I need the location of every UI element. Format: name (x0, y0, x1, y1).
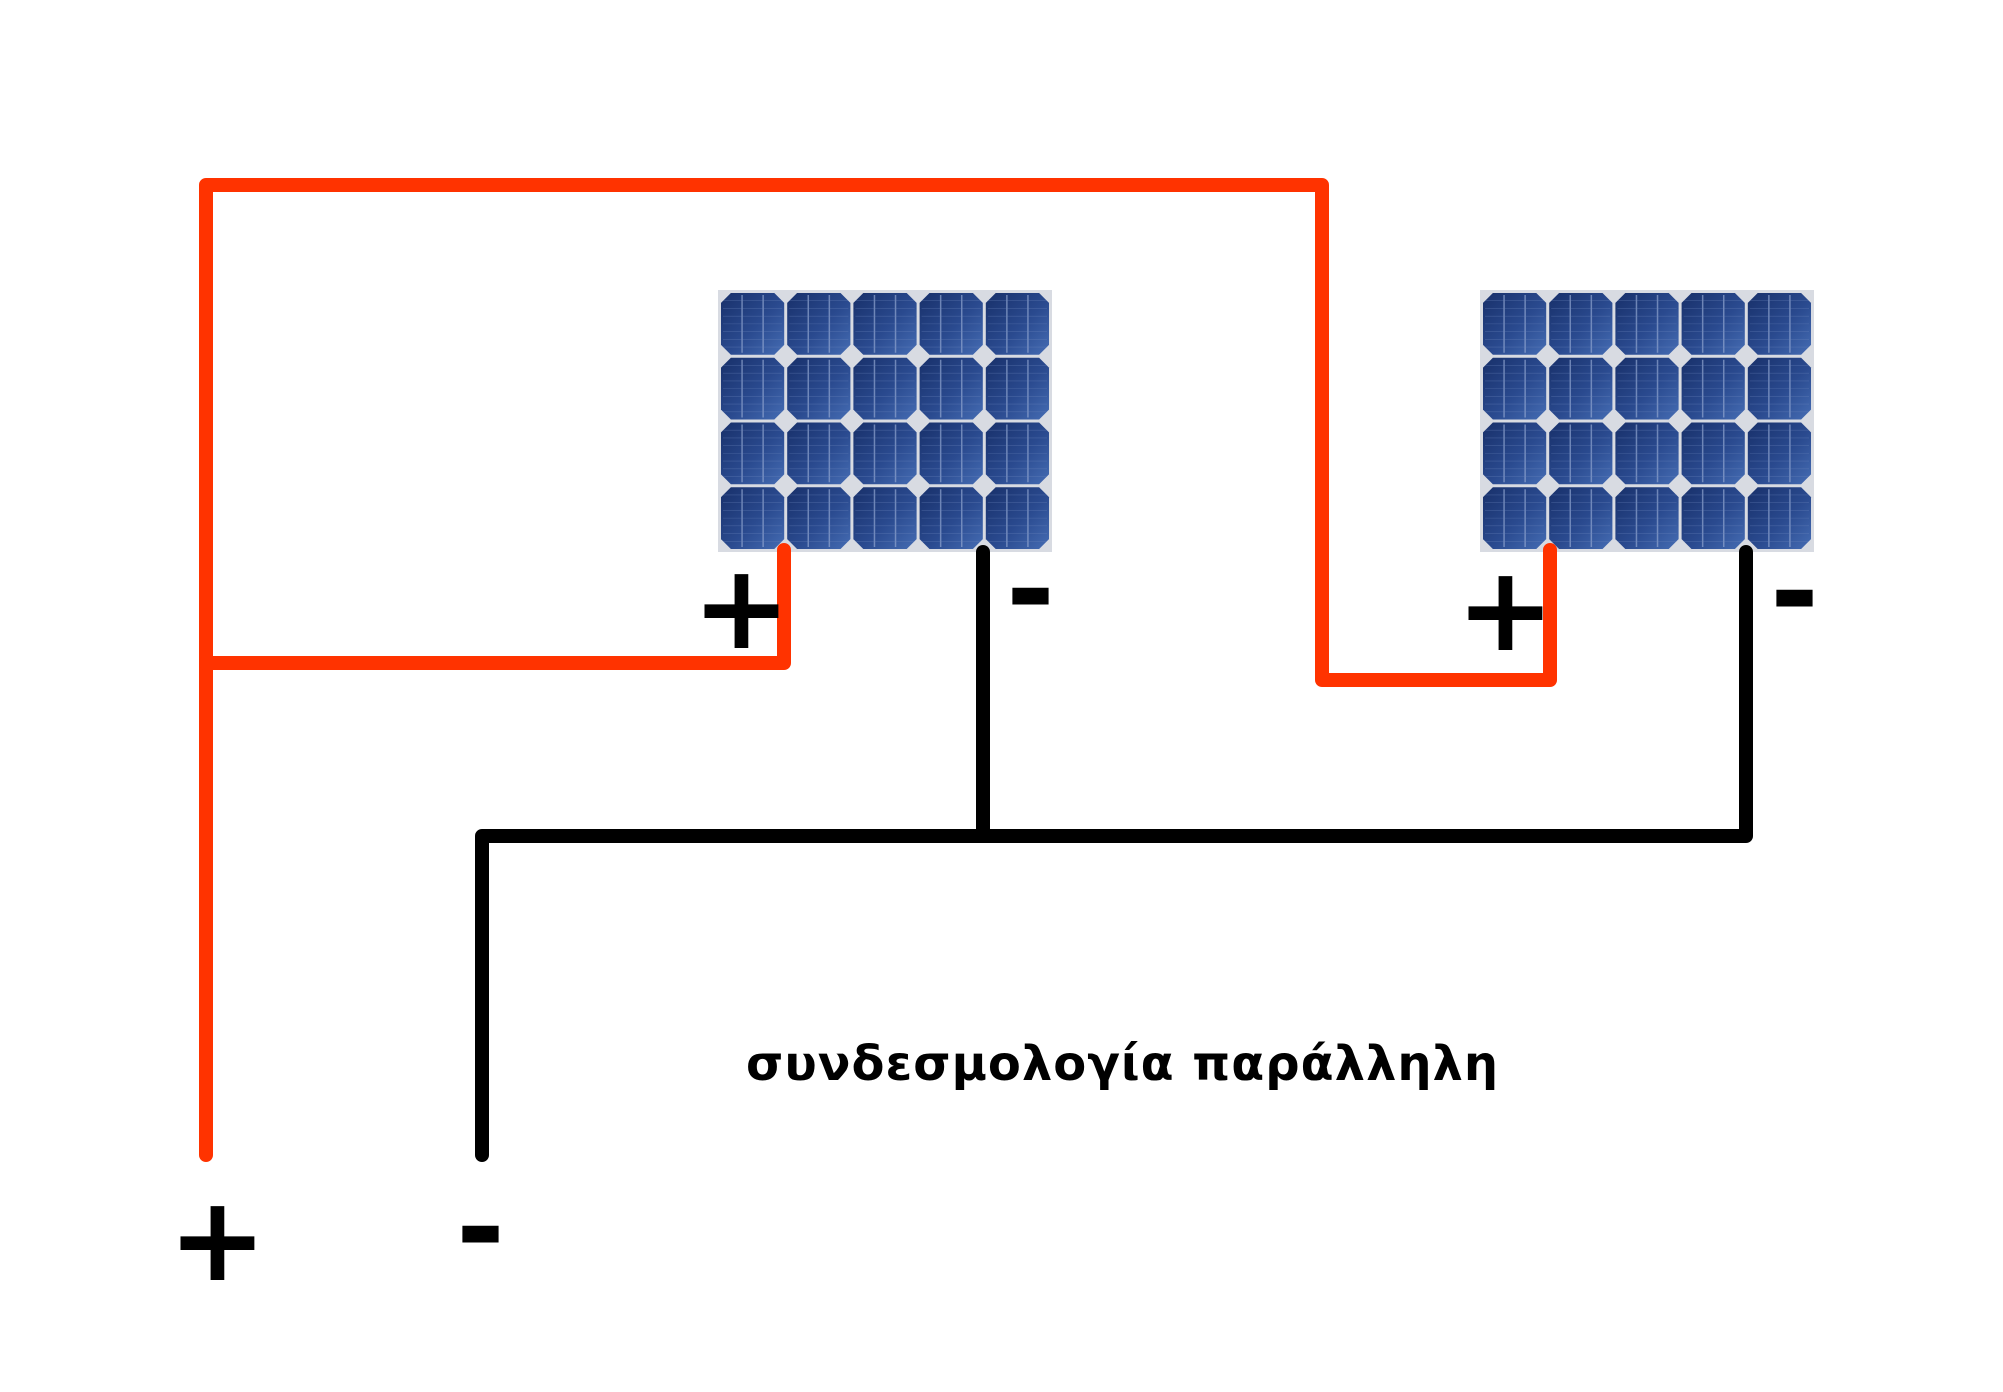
solar-cell (787, 293, 851, 355)
solar-cell (853, 293, 917, 355)
positive-main-wire (199, 178, 1557, 1162)
solar-cell (919, 422, 983, 485)
solar-cell (1549, 487, 1613, 549)
solar-cell (1549, 422, 1613, 485)
solar-cell (787, 487, 851, 549)
solar-cell (1747, 357, 1811, 420)
output-minus-label: - (456, 1158, 505, 1296)
negative-bus-wire (475, 545, 1753, 1162)
solar-panel-1 (718, 290, 1052, 552)
solar-cell (787, 422, 851, 485)
solar-cell (1747, 293, 1811, 355)
solar-cell (1615, 357, 1679, 420)
solar-cell (1483, 487, 1547, 549)
solar-cell (1681, 357, 1745, 420)
solar-cell (1483, 422, 1547, 485)
solar-cell (985, 293, 1049, 355)
positive-panel-1-wire (199, 543, 791, 670)
diagram-caption: συνδεσμολογία παράλληλη (746, 1036, 1500, 1092)
negative-wiring (475, 545, 1753, 1162)
solar-cell (985, 422, 1049, 485)
solar-cell (1615, 422, 1679, 485)
solar-cell (1747, 422, 1811, 485)
solar-panel-2 (1480, 290, 1814, 552)
solar-cell (787, 357, 851, 420)
solar-cell (1747, 487, 1811, 549)
solar-cell (1615, 487, 1679, 549)
solar-cell (853, 422, 917, 485)
panel-1-plus-label: + (692, 538, 791, 676)
solar-cell (853, 487, 917, 549)
solar-cell (1681, 293, 1745, 355)
solar-cell (1549, 293, 1613, 355)
solar-cell (1483, 357, 1547, 420)
solar-cell (721, 357, 785, 420)
solar-cell (1549, 357, 1613, 420)
solar-cell (919, 293, 983, 355)
solar-cell (985, 357, 1049, 420)
positive-wiring (199, 178, 1557, 1162)
output-plus-label: + (168, 1170, 267, 1308)
solar-cell (1681, 487, 1745, 549)
panel-1-minus-label: - (1006, 520, 1055, 658)
solar-cell (919, 487, 983, 549)
panel-2-minus-label: - (1770, 522, 1819, 660)
solar-cell (721, 487, 785, 549)
solar-cell (721, 293, 785, 355)
panel-2-plus-label: + (1456, 540, 1555, 678)
solar-cell (1615, 293, 1679, 355)
solar-cell (1483, 293, 1547, 355)
solar-cell (985, 487, 1049, 549)
solar-cell (853, 357, 917, 420)
solar-cell (919, 357, 983, 420)
solar-cell (721, 422, 785, 485)
solar-cell (1681, 422, 1745, 485)
